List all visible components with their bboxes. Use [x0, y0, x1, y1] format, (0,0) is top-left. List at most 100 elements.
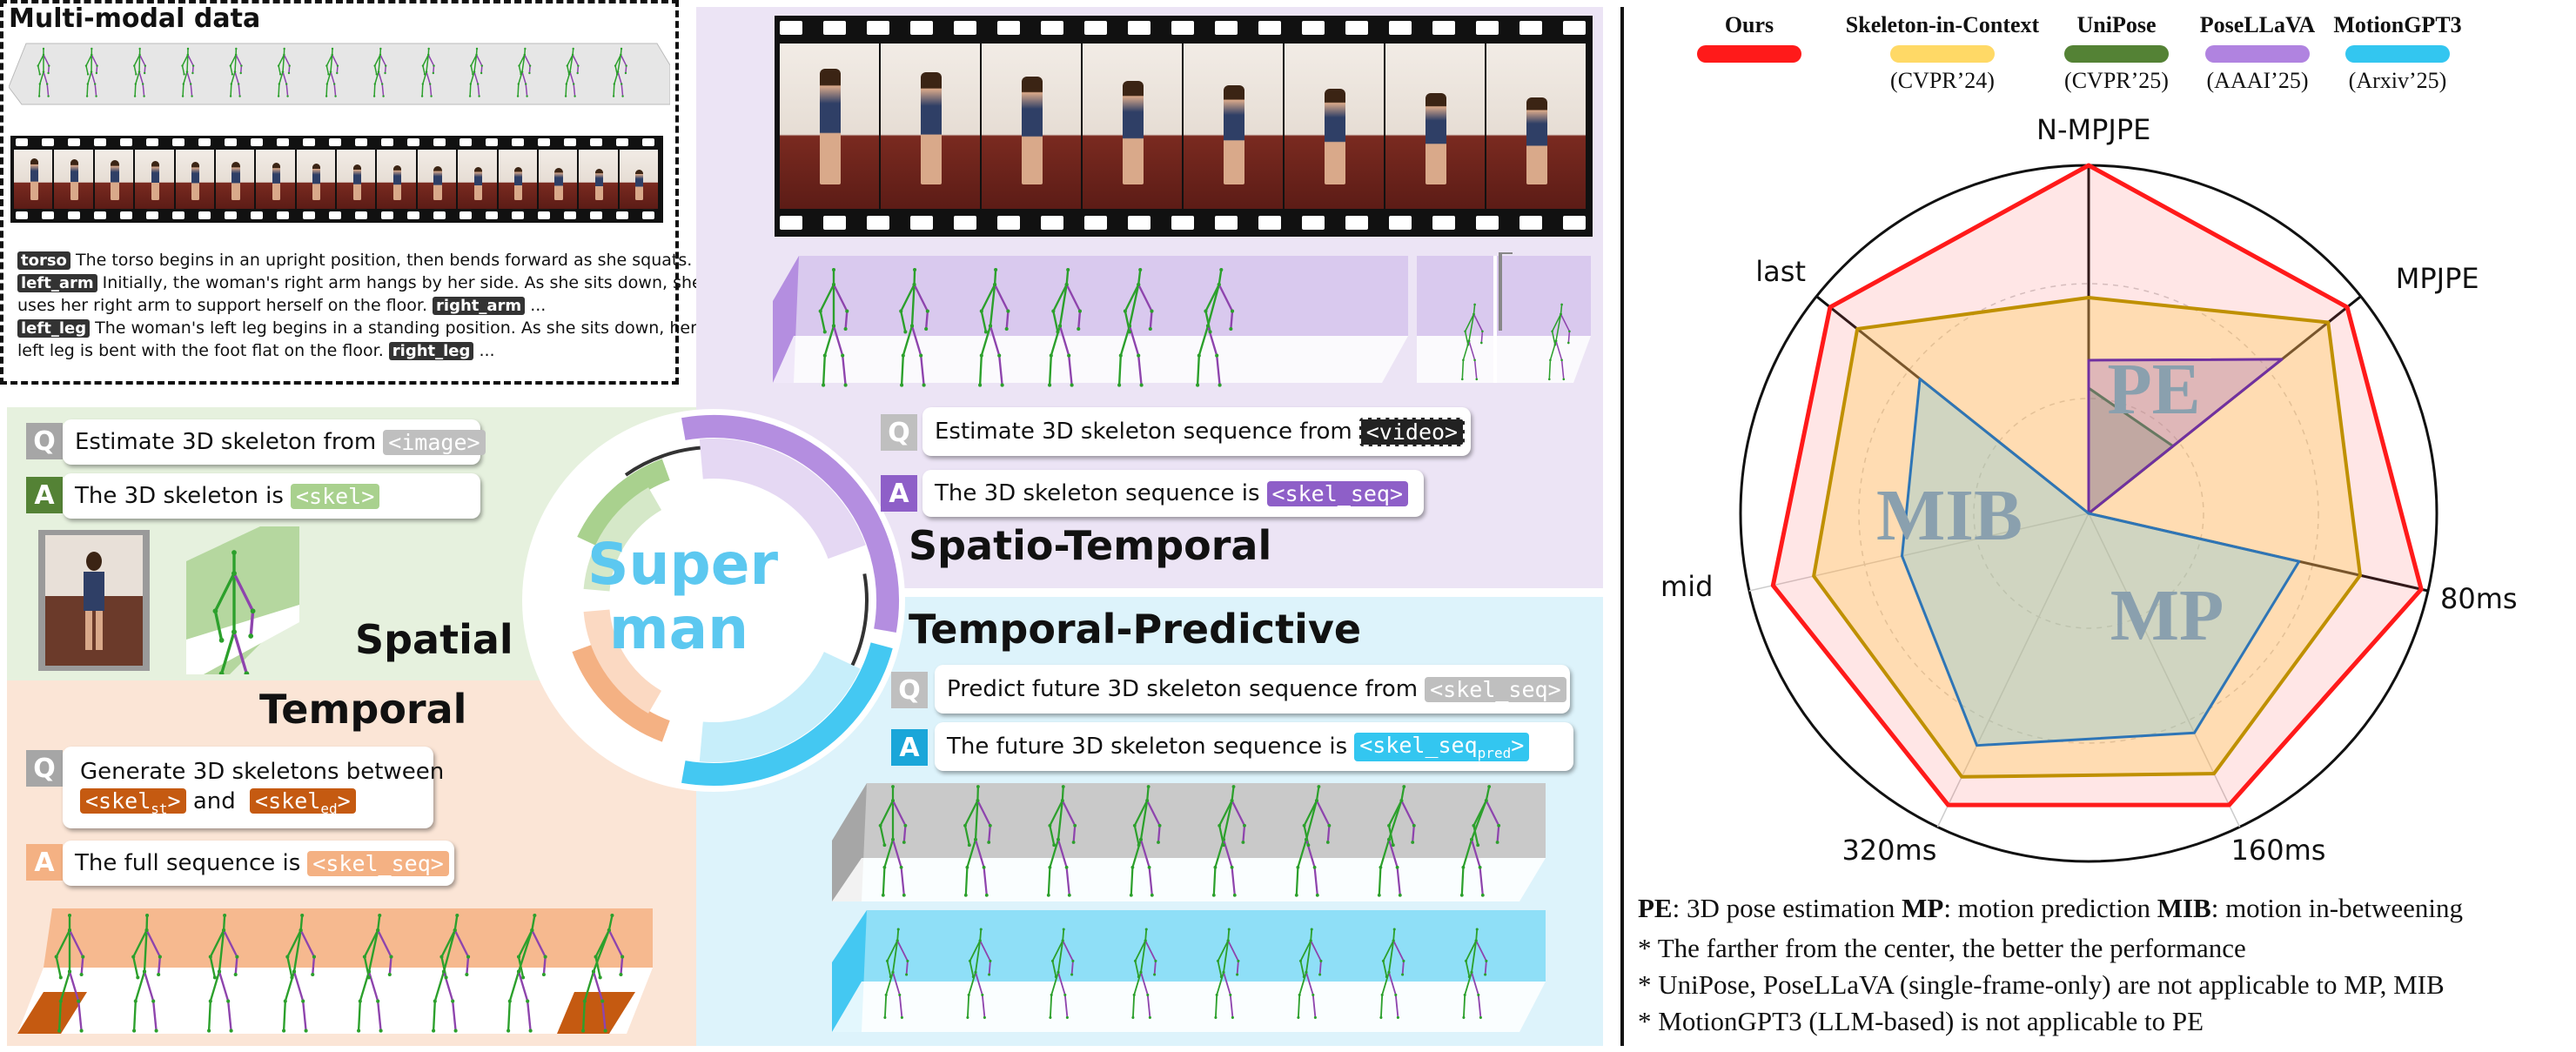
film-hole [16, 138, 28, 146]
pred-bottom-skeleton-2 [1049, 928, 1075, 1019]
video-frame [94, 150, 134, 209]
video-frame [982, 44, 1081, 209]
note-line-4: * MotionGPT3 (LLM-based) is not applicab… [1638, 1006, 2204, 1036]
film-hole [910, 216, 933, 230]
pred-top-skeleton-0 [878, 785, 908, 897]
film-hole [146, 138, 158, 146]
film-hole [512, 211, 524, 219]
film-hole [120, 211, 132, 219]
mm-skeleton-5 [277, 47, 291, 97]
film-hole [486, 138, 498, 146]
film-hole [355, 211, 367, 219]
film-hole [1041, 21, 1063, 35]
pred-top-skeleton-7 [1459, 785, 1501, 897]
desc-line-4: left_leg The woman's left leg begins in … [17, 318, 697, 338]
st-answer-bubble: The 3D skeleton sequence is<skel_seq> [922, 470, 1424, 517]
st-skeleton-0 [818, 267, 849, 387]
pred-bottom-skeleton-4 [1214, 928, 1240, 1019]
film-hole [381, 211, 393, 219]
desc-line-2: left_arm Initially, the woman's right ar… [17, 273, 702, 292]
temporal-a-badge: A [26, 844, 63, 881]
film-hole [1128, 216, 1150, 230]
film-hole [564, 211, 576, 219]
temporal-q-badge: Q [26, 750, 63, 787]
film-hole [94, 138, 106, 146]
film-hole [1171, 21, 1194, 35]
pred-top-skeleton-3 [1129, 785, 1162, 897]
film-hole [460, 211, 472, 219]
legend-venue-4: (Arxiv’25) [2348, 68, 2447, 93]
film-hole [1432, 216, 1455, 230]
person-figure [1022, 77, 1043, 184]
person-figure [1123, 80, 1144, 184]
film-hole [407, 211, 419, 219]
video-frame [538, 150, 578, 209]
film-hole [1563, 21, 1586, 35]
spatial-a-badge: A [26, 477, 63, 513]
video-frame [619, 150, 658, 209]
film-hole [780, 21, 802, 35]
person-figure [70, 159, 79, 200]
film-hole [42, 211, 54, 219]
pred-top-skeleton-6 [1377, 785, 1416, 897]
film-hole [1389, 216, 1412, 230]
video-frame [1083, 44, 1182, 209]
film-hole [642, 138, 654, 146]
video-frame [1486, 44, 1586, 209]
temporal-skeleton-6 [506, 913, 547, 1033]
film-hole [997, 216, 1020, 230]
region-label-mp: MP [2110, 575, 2224, 656]
person-figure [1426, 93, 1446, 184]
film-hole [16, 211, 28, 219]
mm-skeleton-4 [229, 47, 243, 97]
video-frame [54, 150, 93, 209]
film-hole [407, 138, 419, 146]
spatial-q-badge: Q [26, 423, 63, 459]
film-hole [251, 211, 263, 219]
film-hole [616, 138, 628, 146]
video-frame [14, 150, 53, 209]
pred-bottom-skeleton-0 [883, 928, 909, 1019]
pred-q-badge: Q [891, 672, 928, 708]
mm-skeleton-10 [516, 47, 532, 97]
st-question-bubble: Estimate 3D skeleton sequence from<video… [922, 407, 1471, 456]
pred-top-skeleton-1 [963, 785, 992, 897]
film-hole [997, 21, 1020, 35]
divider [1620, 7, 1624, 1046]
video-frame [1184, 44, 1283, 209]
pred-top-skeleton-5 [1294, 785, 1332, 897]
person-figure [635, 169, 644, 200]
radar-axis-5 [1748, 513, 2090, 592]
legend-venue-2: (CVPR’25) [2064, 68, 2169, 93]
film-hole [910, 21, 933, 35]
film-hole [303, 211, 315, 219]
temporal-skeleton-0 [54, 913, 85, 1033]
film-hole [1258, 21, 1281, 35]
spatial-question-bubble: Estimate 3D skeleton from<image> [63, 419, 486, 465]
mm-skeleton-0 [37, 47, 50, 97]
radar-axis-label-1: MPJPE [2395, 261, 2479, 295]
temporal-title: Temporal [259, 686, 467, 733]
st-title: Spatio-Temporal [909, 522, 1272, 569]
mm-skeleton-1 [84, 47, 98, 97]
legend-name-3: PoseLLaVA [2199, 12, 2316, 37]
note-line-1: PE: 3D pose estimation MP: motion predic… [1638, 893, 2463, 923]
person-figure [151, 160, 159, 200]
mm-skeleton-12 [612, 47, 627, 97]
temporal-skeleton-7 [581, 913, 625, 1033]
mm-skeleton-8 [420, 47, 435, 97]
film-hole [590, 138, 602, 146]
film-hole [1302, 216, 1325, 230]
st-skeleton-6 [1460, 303, 1484, 381]
radar-axis-label-6: last [1755, 254, 1806, 288]
film-hole [1345, 216, 1368, 230]
st-skeleton-2 [978, 267, 1010, 387]
spatial-title: Spatial [355, 616, 513, 663]
film-hole [1084, 216, 1107, 230]
film-hole [1345, 21, 1368, 35]
legend-name-2: UniPose [2076, 12, 2157, 37]
region-label-mib: MIB [1876, 475, 2023, 556]
legend-name-4: MotionGPT3 [2333, 12, 2462, 37]
person-figure [554, 168, 563, 200]
